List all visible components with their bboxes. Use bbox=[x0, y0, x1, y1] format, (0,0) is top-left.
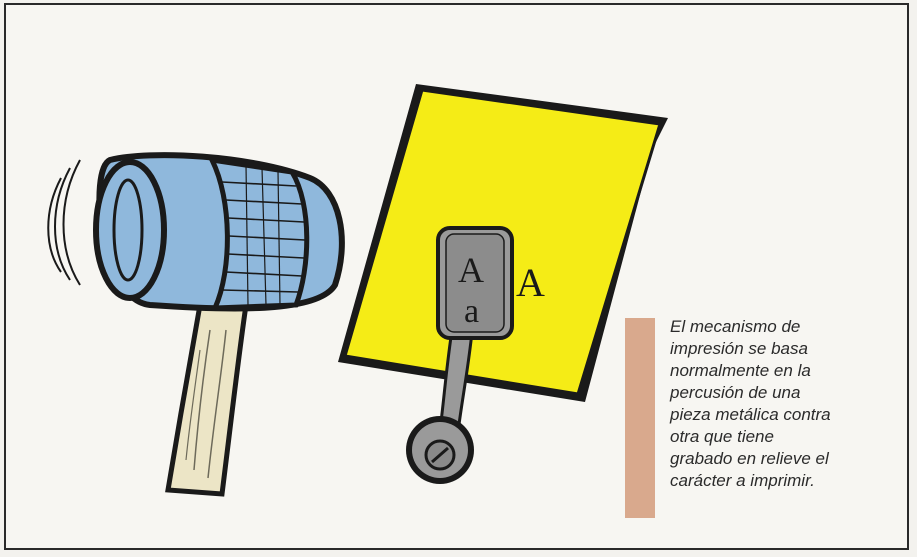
figure-caption: El mecanismo de impresión se basa normal… bbox=[670, 316, 900, 492]
printed-letter: A bbox=[516, 260, 545, 305]
caption-accent-bar bbox=[625, 318, 655, 518]
hammer-icon bbox=[48, 155, 342, 494]
type-letter-lower: a bbox=[464, 293, 479, 330]
type-letter-upper: A bbox=[458, 250, 484, 290]
